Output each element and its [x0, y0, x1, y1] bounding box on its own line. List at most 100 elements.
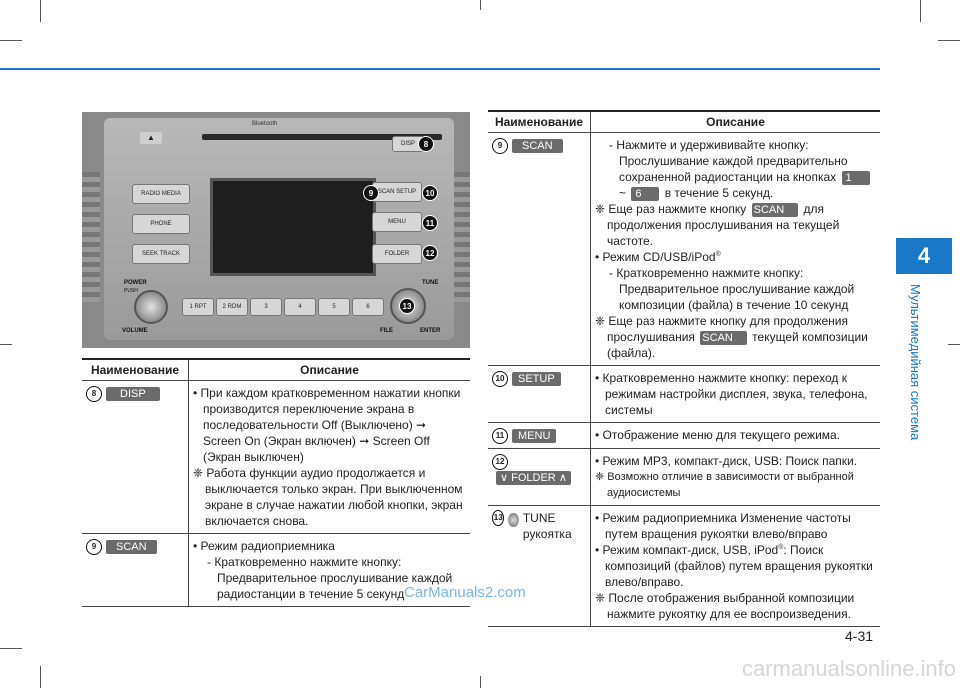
table-row: 10 SETUP • Кратковременно нажмите кнопку:…	[488, 365, 880, 423]
desc-line: • Режим радиоприемника Изменение частоты…	[595, 510, 851, 541]
header-name: Наименование	[488, 110, 591, 133]
row-name-scan: 9 SCAN	[488, 132, 591, 366]
row-desc-scan: - Нажмите и удержививайте кнопку: Прослу…	[590, 132, 880, 366]
desc-line: • Режим радиоприемника	[193, 539, 335, 553]
desc-line: - Нажмите и удержививайте кнопку: Прослу…	[595, 137, 876, 201]
row-name-setup: 10 SETUP	[488, 365, 591, 423]
crop-mark	[480, 676, 481, 688]
row-desc-menu: • Отображение меню для текущего режима.	[590, 422, 880, 449]
chevron-down-icon: ∨	[500, 472, 509, 485]
watermark-carmanuals2: CarManuals2.com	[404, 584, 526, 601]
desc-text: в течение 5 секунд.	[664, 186, 774, 200]
table-header-row: Наименование Описание	[488, 110, 880, 133]
radio-media-button: RADIO MEDIA	[132, 184, 190, 204]
page-number: 4-31	[845, 628, 874, 644]
table-row: 9 SCAN • Режим радиоприемника - Кратковре…	[82, 533, 470, 607]
crop-mark	[0, 40, 22, 41]
crop-mark	[480, 0, 481, 10]
phone-button: PHONE	[132, 214, 190, 234]
desc-note: ❈ Работа функции аудио продолжается и вы…	[193, 466, 463, 528]
header-desc: Описание	[188, 358, 470, 381]
folder-button: FOLDER	[372, 244, 422, 264]
preset-6-key: 6	[631, 186, 660, 201]
registered-mark: ®	[715, 251, 721, 258]
menu-button: MENU	[372, 212, 422, 232]
desc-line: • Режим MP3, компакт-диск, USB: Поиск па…	[595, 453, 858, 468]
desc-text: ❈ Еще раз нажмите кнопку для продолжения…	[595, 314, 848, 344]
scan-key-inline: SCAN	[700, 330, 747, 345]
folder-key: ∨ FOLDER ∧	[496, 471, 571, 486]
number-badge: 9	[492, 137, 508, 154]
row-desc-folder: • Режим MP3, компакт-диск, USB: Поиск па…	[590, 448, 880, 506]
right-grille	[454, 172, 470, 302]
header-desc: Описание	[590, 110, 880, 133]
menu-key: MENU	[512, 428, 557, 443]
tune-knob-icon	[508, 512, 519, 527]
desc-text: текущей композиции (файла).	[607, 330, 868, 360]
header-rule	[0, 68, 880, 70]
desc-line: • При каждом кратковременном нажатии кно…	[193, 386, 461, 464]
number-badge: 9	[86, 538, 102, 555]
enter-label: ENTER	[420, 328, 441, 334]
desc-line: • Кратковременно нажмите кнопку: переход…	[595, 371, 868, 417]
row-desc-disp: • При каждом кратковременном нажатии кно…	[188, 380, 470, 534]
preset-1-key: 1	[841, 170, 870, 185]
chapter-title: Мультимедийная система	[908, 284, 923, 441]
radio-illustration: Bluetooth ▲ DISP 8 RADIO MEDIA PHONE SEE…	[82, 112, 470, 348]
eject-button: ▲	[140, 132, 162, 144]
scan-label: SCAN	[377, 189, 395, 195]
desc-text: • Режим CD/USB/iPod	[595, 250, 716, 264]
tilde: ~	[619, 186, 627, 200]
preset-3: 3	[250, 298, 282, 316]
scan-setup-button: SCAN SETUP	[372, 182, 422, 202]
desc-line: • Режим CD/USB/iPod®	[595, 249, 876, 265]
push-label: PUSH	[124, 288, 138, 294]
crop-mark	[0, 648, 22, 649]
setup-key: SETUP	[512, 371, 561, 386]
folder-label: FOLDER	[511, 472, 556, 485]
volume-knob	[134, 290, 168, 324]
callout-8: 8	[418, 136, 434, 152]
seek-track-button: SEEK TRACK	[132, 244, 190, 264]
row-name-tune: 13 TUNE рукоятка	[488, 505, 591, 627]
tune-label: TUNE рукоятка	[522, 510, 572, 541]
crop-mark	[920, 0, 921, 22]
chapter-number: 4	[896, 238, 952, 274]
callout-12: 12	[422, 245, 438, 261]
radio-display	[210, 178, 376, 276]
desc-line: - Кратковременно нажмите кнопку: Предвар…	[207, 555, 453, 601]
number-badge: 10	[492, 370, 508, 387]
preset-2: 2 RDM	[216, 298, 248, 316]
row-name-folder: 12∨ FOLDER ∧	[488, 448, 591, 506]
preset-1: 1 RPT	[182, 298, 214, 316]
desc-line: • Режим компакт-диск, USB, iPod®: Поиск …	[595, 542, 876, 590]
desc-line: - Кратковременно нажмите кнопку: Предвар…	[609, 266, 855, 312]
scan-key: SCAN	[512, 138, 563, 153]
crop-mark	[938, 40, 960, 41]
preset-4: 4	[284, 298, 316, 316]
desc-text: : Поиск композиций (файлов) путем вращен…	[605, 542, 873, 589]
bluetooth-label: Bluetooth	[252, 121, 278, 127]
callout-9: 9	[363, 185, 379, 201]
file-label: FILE	[380, 328, 393, 334]
number-badge: 13	[492, 509, 505, 526]
table-row: 12∨ FOLDER ∧ • Режим MP3, компакт-диск, …	[488, 448, 880, 506]
preset-6: 6	[352, 298, 384, 316]
chevron-up-icon: ∧	[558, 472, 567, 485]
callout-13: 13	[399, 298, 415, 314]
tune-label: TUNE	[422, 280, 439, 286]
desc-text: • Режим компакт-диск, USB, iPod	[595, 542, 779, 557]
scan-key: SCAN	[106, 539, 157, 554]
callout-10: 10	[422, 185, 438, 201]
number-badge: 12	[492, 453, 508, 470]
table-header-row: Наименование Описание	[82, 358, 470, 381]
number-badge: 8	[86, 385, 102, 402]
row-desc-scan: • Режим радиоприемника - Кратковременно …	[188, 533, 470, 607]
